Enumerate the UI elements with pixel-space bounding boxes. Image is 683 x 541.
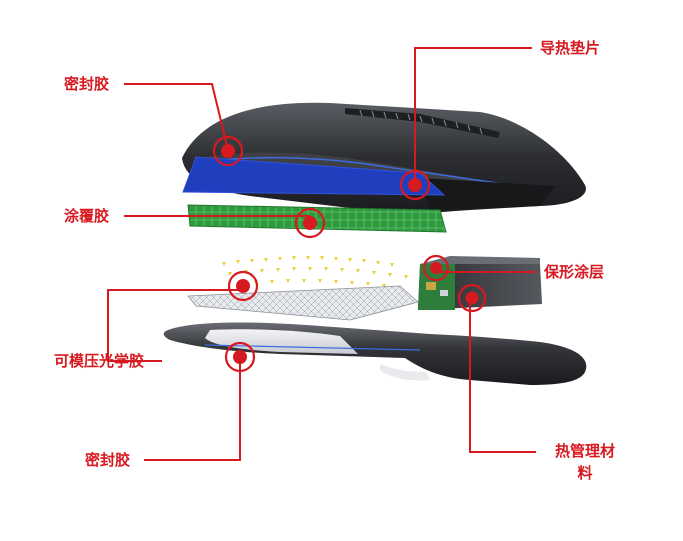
green-pcb	[187, 204, 447, 233]
label-moldable-optical-glue: 可模压光学胶	[54, 352, 145, 370]
label-thermal-pad: 导热垫片	[540, 39, 601, 57]
marker-form-coating	[422, 254, 450, 282]
label-conformal-coating: 涂覆胶	[64, 207, 110, 225]
marker-sealant-top	[212, 135, 244, 167]
label-form-coating: 保形涂层	[544, 263, 605, 281]
blue-thermal-board	[182, 156, 446, 196]
leader-lines	[107, 47, 536, 461]
label-thermal-material: 热管理材 料	[540, 440, 630, 484]
marker-sealant-bottom	[224, 341, 256, 373]
label-thermal-material-line2: 料	[577, 464, 593, 482]
label-sealant-top: 密封胶	[64, 75, 110, 93]
optical-lens-array	[187, 285, 419, 321]
label-sealant-bottom: 密封胶	[85, 451, 131, 469]
label-thermal-material-line1: 热管理材	[554, 442, 615, 460]
top-housing	[182, 102, 586, 214]
bottom-housing	[163, 322, 587, 385]
marker-optical-glue	[227, 270, 259, 302]
marker-thermal-pad	[399, 169, 431, 201]
marker-conformal-coating	[294, 207, 326, 239]
marker-thermal-material	[457, 283, 487, 313]
